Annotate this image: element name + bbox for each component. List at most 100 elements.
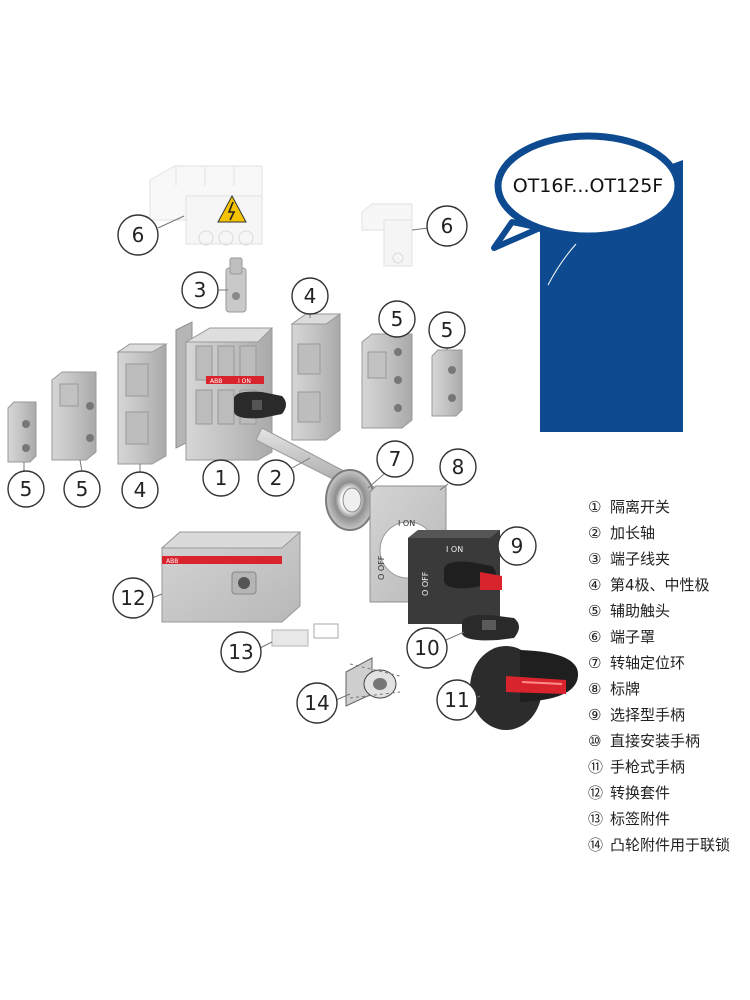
callout-12: 12 [112, 577, 163, 619]
callout-number: 5 [391, 307, 404, 331]
callout-number: 8 [452, 455, 465, 479]
legend-number: ⑭ [588, 836, 604, 854]
legend-number: ⑨ [588, 706, 602, 724]
legend-number: ⑫ [588, 784, 604, 802]
legend-number: ⑪ [588, 758, 604, 776]
callout-number: 11 [444, 688, 469, 712]
callout-14: 14 [296, 682, 351, 724]
legend-text: 第4极、中性极 [610, 576, 710, 594]
legend-text: 选择型手柄 [610, 706, 686, 724]
legend-number: ⑦ [588, 654, 602, 672]
legend-number: ② [588, 524, 602, 542]
callout-number: 5 [76, 477, 89, 501]
aux-contact-d [431, 349, 463, 417]
callout-5-d: 5 [428, 311, 466, 350]
legend-item: ③ 端子线夹 [588, 546, 750, 572]
legend-item: ⑬ 标签附件 [588, 806, 750, 832]
banner-bubble-tail [491, 219, 543, 251]
nameplate-off-mark: O OFF [377, 555, 386, 580]
callout-1: 1 [202, 459, 240, 497]
legend-number: ⑩ [588, 732, 602, 750]
legend-number: ④ [588, 576, 602, 594]
nameplate-on-mark: I ON [398, 519, 415, 528]
changeover-kit: ABB [160, 531, 302, 623]
legend-item: ⑨ 选择型手柄 [588, 702, 750, 728]
legend-number: ① [588, 498, 602, 516]
callout-number: 10 [414, 636, 439, 660]
legend-text: 加长轴 [610, 524, 656, 542]
callout-number: 13 [228, 640, 253, 664]
callout-number: 3 [194, 278, 207, 302]
aux-contact-a [51, 371, 97, 461]
label-accessory [271, 623, 339, 647]
terminal-clamp [225, 257, 247, 313]
callout-number: 5 [441, 318, 454, 342]
terminal-cover-large [149, 165, 263, 246]
model-label: OT16F...OT125F [513, 175, 664, 197]
callout-3: 3 [181, 271, 228, 309]
fourth-pole-right [290, 313, 342, 441]
legend-item: ④ 第4极、中性极 [588, 572, 750, 598]
legend-text: 端子罩 [610, 628, 656, 646]
legend-item: ⑫ 转换套件 [588, 780, 750, 806]
legend-item: ⑩ 直接安装手柄 [588, 728, 750, 754]
callout-4-left: 4 [121, 464, 159, 509]
legend-text: 标牌 [610, 680, 641, 698]
legend-text: 转换套件 [610, 784, 671, 802]
callout-5-c: 5 [378, 300, 416, 338]
banner-bubble [494, 132, 682, 240]
legend-text: 端子线夹 [610, 550, 671, 568]
aux-contact-b [7, 401, 37, 463]
handle-off-mark: O OFF [421, 571, 430, 596]
legend-text: 隔离开关 [610, 498, 671, 516]
legend-text: 标签附件 [610, 810, 671, 828]
selector-handle: I ON O OFF [408, 530, 502, 624]
switch-logo: ABB [210, 378, 222, 385]
legend-item: ⑪ 手枪式手柄 [588, 754, 750, 780]
callout-number: 7 [389, 447, 402, 471]
direct-mount-handle [462, 614, 519, 641]
legend-item: ① 隔离开关 [588, 494, 750, 520]
callout-number: 1 [215, 466, 228, 490]
pistol-handle [470, 646, 579, 730]
callout-11: 11 [436, 679, 481, 721]
aux-contact-c [361, 333, 413, 429]
warning-high-voltage-icon [217, 194, 247, 223]
legend-item: ② 加长轴 [588, 520, 750, 546]
callout-9: 9 [497, 526, 537, 566]
legend-text: 直接安装手柄 [610, 732, 701, 750]
callout-number: 4 [134, 478, 147, 502]
terminal-cover-small [361, 203, 413, 267]
legend-number: ⑤ [588, 602, 602, 620]
legend-item: ⑤ 辅助触头 [588, 598, 750, 624]
switch-on-mark: I ON [238, 378, 251, 385]
legend-item: ⑥ 端子罩 [588, 624, 750, 650]
shaft-locating-ring [325, 469, 375, 531]
fourth-pole-left [116, 343, 168, 465]
callout-number: 5 [20, 477, 33, 501]
model-banner: OT16F...OT125F [491, 132, 683, 432]
isolating-switch: ABB I ON [175, 321, 286, 461]
callout-8: 8 [439, 448, 477, 491]
legend-number: ③ [588, 550, 602, 568]
callout-number: 6 [132, 223, 145, 247]
callout-13: 13 [220, 631, 273, 673]
cam-accessory [345, 657, 401, 707]
callout-6-small: 6 [411, 205, 468, 247]
handle-on-mark: I ON [446, 545, 463, 554]
callout-7: 7 [367, 440, 414, 489]
legend-text: 手枪式手柄 [610, 758, 686, 776]
legend-text: 辅助触头 [610, 602, 671, 620]
legend-number: ⑬ [588, 810, 604, 828]
callout-5-a: 5 [63, 459, 101, 508]
legend-item: ⑭ 凸轮附件用于联锁 [588, 832, 750, 858]
callout-5-b: 5 [7, 462, 45, 508]
callout-4-right: 4 [291, 277, 329, 318]
callout-10: 10 [406, 627, 465, 669]
callout-6-large: 6 [117, 214, 185, 256]
legend-number: ⑥ [588, 628, 602, 646]
callout-number: 2 [270, 466, 283, 490]
legend-text: 凸轮附件用于联锁 [610, 836, 731, 854]
